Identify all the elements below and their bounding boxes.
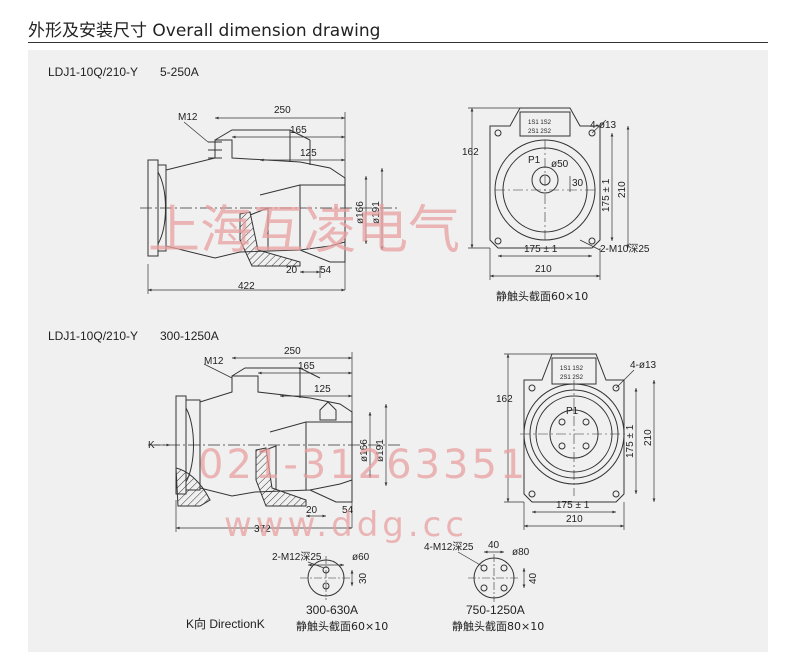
k-view-a-dia: ø60: [352, 552, 370, 563]
dim-210h-2: 210: [566, 514, 583, 525]
terminal-1s-label-2: 1S1 1S2: [560, 366, 584, 372]
k-view-a-d30: 30: [358, 572, 369, 584]
p1-label-1: P1: [528, 155, 541, 166]
dim-210h-1: 210: [535, 264, 552, 275]
dim-125-1: 125: [300, 148, 317, 159]
dim-250-1: 250: [274, 105, 291, 116]
k-view-b-dims: [457, 550, 526, 588]
k-view-a-holes: 2-M12深25: [272, 551, 322, 563]
dimension-drawing: LDJ1-10Q/210-Y 5-250A: [48, 65, 657, 633]
dia191-1: ø191: [371, 201, 382, 224]
dim-54-2: 54: [342, 505, 354, 516]
dim-372-2: 372: [254, 524, 271, 535]
terminal-2s-label-1: 2S1 2S2: [528, 129, 552, 135]
dim-175h-1: 175 ± 1: [524, 244, 558, 255]
dim-210v-2: 210: [643, 429, 654, 446]
dim-20-2: 20: [306, 505, 318, 516]
model-label-2: LDJ1-10Q/210-Y: [48, 329, 138, 343]
model-label-1: LDJ1-10Q/210-Y: [48, 65, 138, 79]
range-label-1: 5-250A: [160, 65, 199, 79]
side-dims-2: [154, 352, 388, 532]
k-view-b-holes: 4-M12深25: [424, 541, 474, 553]
dia191-2: ø191: [375, 439, 386, 462]
k-view-b-rating: 750-1250A: [466, 603, 525, 617]
dia166-2: ø166: [359, 439, 370, 462]
range-label-2: 300-1250A: [160, 329, 219, 343]
dim-422-1: 422: [238, 281, 255, 292]
dia50-label-1: ø50: [551, 159, 569, 170]
k-view-a-caption: 静触头截面60×10: [296, 619, 388, 633]
m12-label-1: M12: [178, 112, 198, 123]
k-view-a-dims: [307, 561, 354, 586]
dim-165-2: 165: [298, 361, 315, 372]
watermark-company: 上海互凌电气: [148, 201, 460, 261]
dia166-1: ø166: [355, 201, 366, 224]
dim-20-1: 20: [286, 265, 298, 276]
direction-k-label: K向 DirectionK: [186, 616, 265, 631]
k-view-a-rating: 300-630A: [306, 603, 358, 617]
dim-175v-2: 175 ± 1: [625, 424, 636, 458]
p1-label-2: P1: [566, 406, 579, 417]
terminal-1s-label-1: 1S1 1S2: [528, 120, 552, 126]
k-view-b: [468, 554, 520, 602]
page-title: 外形及安装尺寸 Overall dimension drawing: [28, 21, 381, 41]
k-view-b-dia: ø80: [512, 547, 530, 558]
holes-label-2: 4-ø13: [630, 360, 657, 371]
d30-label-1: 30: [572, 178, 584, 189]
front-dims-1: [468, 107, 630, 280]
k-view-b-caption: 静触头截面80×10: [452, 619, 544, 633]
dim-162-1: 162: [462, 147, 479, 158]
insulator-hatch-2b: [255, 447, 307, 507]
dim-175v-1: 175 ± 1: [601, 178, 612, 212]
k-view-a: [300, 556, 352, 600]
drawing-panel: LDJ1-10Q/210-Y 5-250A: [28, 50, 768, 652]
front-dims-2: [504, 353, 656, 530]
page-header: 外形及安装尺寸 Overall dimension drawing: [28, 16, 768, 43]
dim-162-2: 162: [496, 394, 513, 405]
dim-165-1: 165: [290, 125, 307, 136]
terminal-2s-label-2: 2S1 2S2: [560, 375, 584, 381]
dim-175h-2: 175 ± 1: [556, 500, 590, 511]
insulator-hatch-1: [239, 211, 301, 267]
insulator-hatch-2a: [175, 467, 211, 507]
k-view-b-d40a: 40: [488, 540, 500, 551]
m12-label-2: M12: [204, 356, 224, 367]
caption-1: 静触头截面60×10: [496, 289, 588, 303]
watermark-phone: 021-31263351: [198, 442, 528, 488]
dim-210v-1: 210: [617, 181, 628, 198]
k-view-b-d40b: 40: [528, 572, 539, 584]
watermark-site: www.ddg.cc: [224, 505, 468, 545]
holes-label-1: 4-ø13: [590, 120, 617, 131]
dim-125-2: 125: [314, 384, 331, 395]
terminal-studs-1: [208, 141, 222, 159]
dim-54-1: 54: [320, 265, 332, 276]
dim-250-2: 250: [284, 346, 301, 357]
m10-label-1: 2-M10深25: [600, 243, 650, 255]
side-dims-1: [147, 112, 384, 294]
k-arrow-label: K: [148, 440, 155, 451]
